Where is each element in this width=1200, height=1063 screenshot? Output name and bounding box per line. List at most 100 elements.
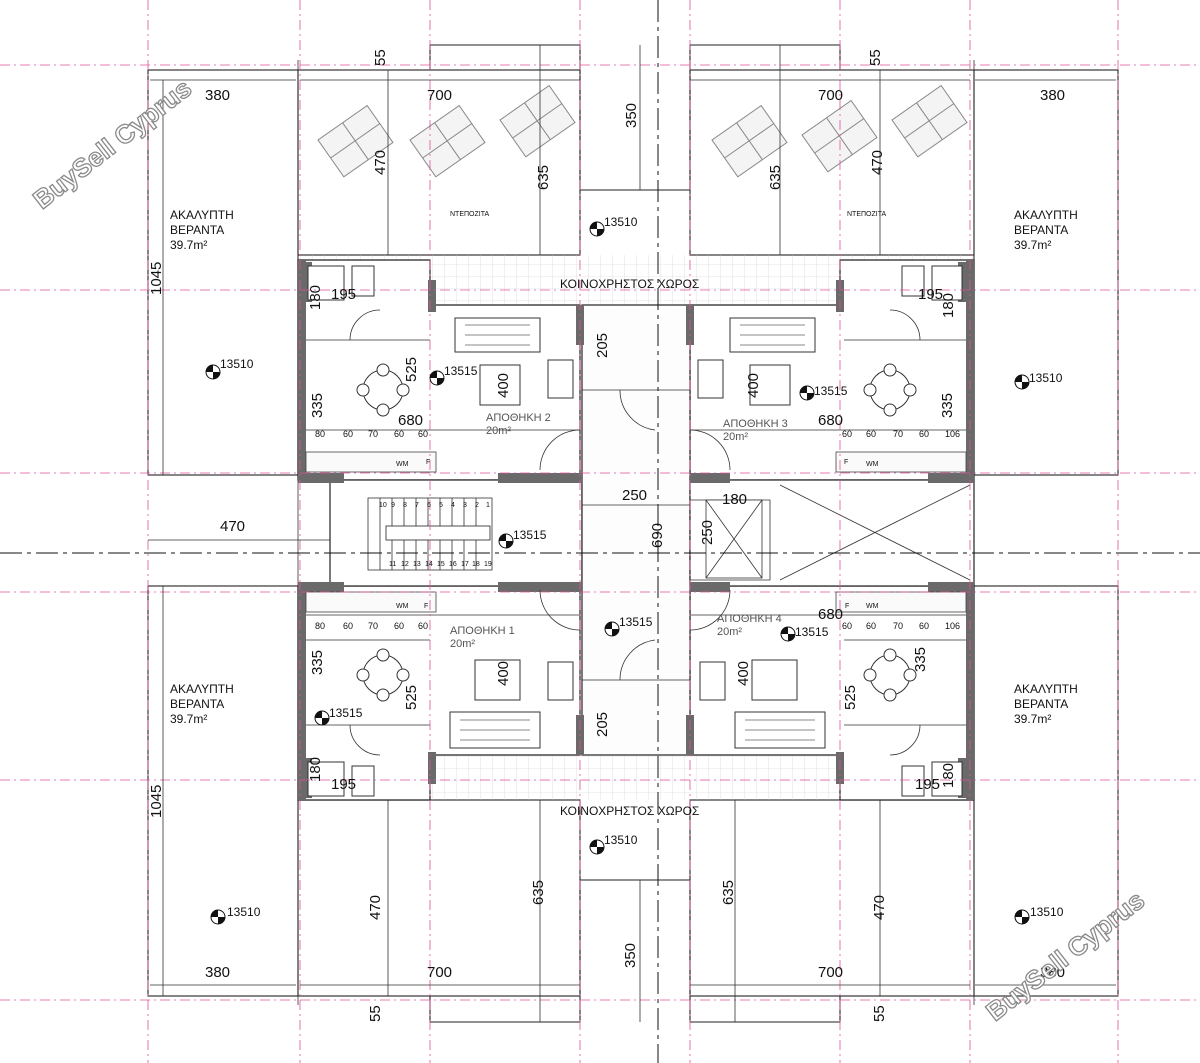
svg-text:6: 6 bbox=[427, 502, 431, 509]
veranda-label-tl-1: ΑΚΑΛΥΠΤΗ bbox=[170, 208, 234, 222]
storage-3-label: ΑΠΟΘΗΚΗ 3 bbox=[723, 418, 788, 430]
level-marker: 13510 bbox=[589, 215, 638, 237]
level-marker: 13515 bbox=[604, 615, 653, 637]
dim-value: 60 bbox=[866, 621, 876, 631]
storage-2-area: 20m² bbox=[486, 425, 511, 437]
dim-value: 250 bbox=[622, 487, 647, 504]
watermark-bottom-right: BuySell Cyprus bbox=[980, 885, 1150, 1027]
veranda-label-bl-3: 39.7m² bbox=[170, 712, 207, 726]
kitchen-counters bbox=[305, 451, 967, 613]
tank-label-left: ΝΤΕΠΟΖΙΤΑ bbox=[450, 211, 489, 218]
level-value: 13510 bbox=[227, 905, 261, 919]
veranda-top-left bbox=[147, 69, 299, 476]
dim-value: 180 bbox=[940, 293, 957, 318]
level-value: 13510 bbox=[604, 215, 638, 229]
svg-text:8: 8 bbox=[403, 502, 407, 509]
dim-value: 205 bbox=[594, 333, 611, 358]
washer-label-tr: WM bbox=[866, 461, 879, 468]
level-marker: 13510 bbox=[1014, 905, 1064, 925]
sofas bbox=[449, 317, 826, 749]
dim-value: 180 bbox=[307, 757, 324, 782]
storage-4-area: 20m² bbox=[717, 626, 742, 638]
level-marker: 13515 bbox=[314, 706, 363, 726]
level-value: 13515 bbox=[814, 384, 848, 398]
veranda-label-br-2: ΒΕΡΑΝΤΑ bbox=[1014, 697, 1068, 711]
storage-labels: ΑΠΟΘΗΚΗ 2 20m² ΑΠΟΘΗΚΗ 3 20m² ΑΠΟΘΗΚΗ 1 … bbox=[450, 412, 788, 650]
dim-value: 380 bbox=[205, 964, 230, 981]
dim-value: 470 bbox=[372, 150, 389, 175]
level-markers: 13510 13510 13510 13515 13515 13515 1351… bbox=[205, 215, 1064, 925]
level-marker: 13510 bbox=[205, 357, 254, 380]
level-marker: 13515 bbox=[429, 364, 478, 386]
level-value: 13515 bbox=[619, 615, 653, 629]
dim-value: 60 bbox=[866, 429, 876, 439]
veranda-label-br-1: ΑΚΑΛΥΠΤΗ bbox=[1014, 682, 1078, 696]
dim-value: 70 bbox=[368, 429, 378, 439]
dim-value: 180 bbox=[940, 763, 957, 788]
veranda-bottom-left bbox=[147, 585, 299, 997]
dim-value: 380 bbox=[1040, 964, 1065, 981]
veranda-label-tl-2: ΒΕΡΑΝΤΑ bbox=[170, 223, 224, 237]
level-value: 13510 bbox=[1029, 371, 1063, 385]
common-labels: ΚΟΙΝΟΧΡΗΣΤΟΣ ΧΩΡΟΣ ΚΟΙΝΟΧΡΗΣΤΟΣ ΧΩΡΟΣ ΝΤ… bbox=[450, 211, 886, 818]
level-marker: 13515 bbox=[799, 384, 848, 401]
dim-value: 60 bbox=[919, 429, 929, 439]
dim-value: 350 bbox=[622, 943, 639, 968]
dim-value: 635 bbox=[767, 165, 784, 190]
dim-value: 60 bbox=[842, 621, 852, 631]
svg-text:19: 19 bbox=[484, 561, 492, 568]
storage-1-label: ΑΠΟΘΗΚΗ 1 bbox=[450, 625, 515, 637]
dim-value: 380 bbox=[1040, 87, 1065, 104]
storage-2-label: ΑΠΟΘΗΚΗ 2 bbox=[486, 412, 551, 424]
dim-value: 380 bbox=[205, 87, 230, 104]
svg-text:16: 16 bbox=[449, 561, 457, 568]
dim-value: 250 bbox=[699, 520, 716, 545]
dim-value: 55 bbox=[871, 1005, 888, 1022]
fridge-label-tl: F bbox=[426, 459, 430, 466]
dimension-values: 380 700 700 380 55 55 350 470 635 635 47… bbox=[148, 49, 1065, 1022]
dim-value: 1045 bbox=[148, 785, 165, 818]
dim-value: 70 bbox=[893, 621, 903, 631]
svg-text:12: 12 bbox=[401, 561, 409, 568]
svg-text:18: 18 bbox=[472, 561, 480, 568]
dim-value: 1045 bbox=[148, 262, 165, 295]
level-value: 13515 bbox=[444, 364, 478, 378]
dim-value: 635 bbox=[720, 880, 737, 905]
svg-text:4: 4 bbox=[451, 502, 455, 509]
dim-value: 60 bbox=[418, 621, 428, 631]
storage-1-area: 20m² bbox=[450, 638, 475, 650]
watermark-top-left: BuySell Cyprus bbox=[27, 73, 197, 215]
veranda-label-tr-1: ΑΚΑΛΥΠΤΗ bbox=[1014, 208, 1078, 222]
dim-value: 195 bbox=[331, 776, 356, 793]
tank-label-right: ΝΤΕΠΟΖΙΤΑ bbox=[847, 211, 886, 218]
svg-text:14: 14 bbox=[425, 561, 433, 568]
dim-value: 335 bbox=[309, 650, 326, 675]
washer-label-bl: WM bbox=[396, 603, 409, 610]
dim-value: 680 bbox=[398, 412, 423, 429]
dim-value: 680 bbox=[818, 606, 843, 623]
dim-value: 700 bbox=[818, 964, 843, 981]
fridge-label-tr: F bbox=[844, 459, 848, 466]
apartment-interiors bbox=[297, 259, 975, 801]
dim-value: 195 bbox=[918, 286, 943, 303]
dim-value: 525 bbox=[403, 357, 420, 382]
dim-value: 700 bbox=[427, 964, 452, 981]
dim-value: 60 bbox=[394, 621, 404, 631]
dim-value: 60 bbox=[842, 429, 852, 439]
dim-value: 60 bbox=[343, 621, 353, 631]
dim-value: 680 bbox=[818, 412, 843, 429]
common-area-label-top: ΚΟΙΝΟΧΡΗΣΤΟΣ ΧΩΡΟΣ bbox=[560, 277, 699, 291]
dim-value: 70 bbox=[368, 621, 378, 631]
dim-value: 55 bbox=[372, 49, 389, 66]
washer-label-tl: WM bbox=[396, 461, 409, 468]
dim-value: 350 bbox=[623, 103, 640, 128]
level-marker: 13510 bbox=[589, 833, 638, 855]
veranda-label-tr-3: 39.7m² bbox=[1014, 238, 1051, 252]
storage-3-area: 20m² bbox=[723, 431, 748, 443]
level-value: 13510 bbox=[1030, 905, 1064, 919]
doors bbox=[349, 309, 921, 756]
level-value: 13515 bbox=[513, 528, 547, 542]
dim-value: 195 bbox=[915, 776, 940, 793]
svg-text:2: 2 bbox=[475, 502, 479, 509]
